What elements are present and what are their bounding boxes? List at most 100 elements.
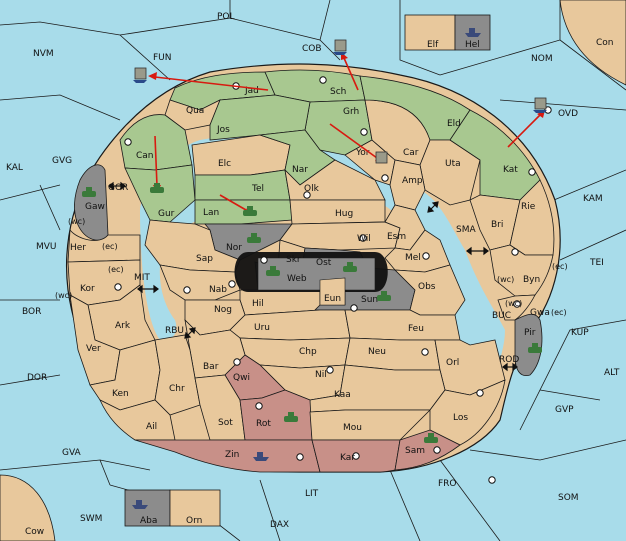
label-rie: Rie xyxy=(521,202,536,212)
label-yor: Yor xyxy=(355,148,370,158)
canal-gor xyxy=(108,181,126,191)
label-mit: MIT xyxy=(134,273,150,283)
label-kal: KAL xyxy=(6,163,23,173)
label-cow: Cow xyxy=(25,527,44,537)
label-hug: Hug xyxy=(335,209,353,219)
label-her: Her xyxy=(70,243,86,253)
order-arrow-3 xyxy=(329,123,378,159)
coast-labels: (wc) (ec) (ec) (wc) (wc) (ec) (wc) (ec) xyxy=(55,217,568,317)
label-dor: DOR xyxy=(27,373,47,383)
label-car: Car xyxy=(403,148,419,158)
region-sam[interactable] xyxy=(394,429,461,471)
fleet-unit[interactable] xyxy=(333,39,347,55)
region-elf[interactable] xyxy=(404,14,456,51)
canal-rbu xyxy=(184,327,196,339)
region-zin[interactable] xyxy=(134,439,321,473)
label-neu: Neu xyxy=(368,347,386,357)
label-nab: Nab xyxy=(209,285,227,295)
army-unit[interactable] xyxy=(424,433,438,443)
canal-mit xyxy=(137,284,159,294)
label-elc: Elc xyxy=(218,159,231,169)
army-unit[interactable] xyxy=(150,183,164,193)
label-rbu: RBU xyxy=(165,326,184,336)
label-sch: Sch xyxy=(330,87,346,97)
label-lan: Lan xyxy=(203,208,219,218)
region-uru[interactable] xyxy=(229,309,351,341)
label-gva: GVA xyxy=(62,448,82,458)
label-qua: Qua xyxy=(186,106,204,116)
label-pol: POL xyxy=(217,12,235,22)
label-eun: Eun xyxy=(324,294,341,304)
label-nvm: NVM xyxy=(33,49,54,59)
label-nil: Nil xyxy=(315,370,327,380)
label-kor-ec: (ec) xyxy=(108,265,124,274)
label-orn: Orn xyxy=(186,516,202,526)
fleet-unit[interactable] xyxy=(133,67,147,83)
label-buc: BUC xyxy=(492,311,511,321)
region-labels: Jad Sch Grh Qua Jos Can Elc Nar Yor Car … xyxy=(25,38,614,537)
label-can: Can xyxy=(136,151,154,161)
region-ail[interactable] xyxy=(99,399,176,441)
army-unit[interactable] xyxy=(82,187,96,197)
label-ovd: OVD xyxy=(558,109,578,119)
label-her-ec: (ec) xyxy=(102,242,118,251)
label-byn-wc: (wc) xyxy=(497,275,514,284)
label-her-wc: (wc) xyxy=(68,217,85,226)
order-arrow-0 xyxy=(154,76,269,91)
army-unit[interactable] xyxy=(247,233,261,243)
fleet-unit[interactable] xyxy=(253,452,269,461)
label-eld: Eld xyxy=(447,119,461,129)
label-uta: Uta xyxy=(445,159,461,169)
label-bri: Bri xyxy=(491,220,503,230)
region-her[interactable] xyxy=(67,228,141,263)
army-unit[interactable] xyxy=(343,262,357,272)
region-mou[interactable] xyxy=(309,409,431,441)
label-esm: Esm xyxy=(387,232,406,242)
canal-sma xyxy=(427,201,439,213)
fleet-unit[interactable] xyxy=(533,97,547,113)
region-gur[interactable] xyxy=(124,164,196,223)
label-som: SOM xyxy=(558,493,579,503)
fleet-unit[interactable] xyxy=(375,151,388,164)
label-gwa-wc: (wc) xyxy=(505,299,522,308)
region-gaw[interactable] xyxy=(74,164,109,241)
label-feu: Feu xyxy=(408,324,424,334)
army-unit[interactable] xyxy=(243,206,257,216)
label-jos: Jos xyxy=(216,125,230,135)
army-unit[interactable] xyxy=(377,291,391,301)
label-bar: Bar xyxy=(203,362,219,372)
label-alt: ALT xyxy=(604,368,620,378)
label-ken: Ken xyxy=(112,389,129,399)
label-kaa: Kaa xyxy=(334,390,351,400)
fleet-unit[interactable] xyxy=(132,500,148,509)
label-skr: Skr xyxy=(286,255,301,265)
label-mou: Mou xyxy=(343,423,362,433)
region-nab[interactable] xyxy=(159,264,241,301)
order-arrow-4 xyxy=(154,135,158,187)
army-unit[interactable] xyxy=(266,266,280,276)
label-pir: Pir xyxy=(524,328,536,338)
label-orl: Orl xyxy=(446,358,459,368)
label-ver: Ver xyxy=(86,344,101,354)
label-cob: COB xyxy=(302,44,322,54)
region-eun-overlay[interactable] xyxy=(319,277,346,306)
region-aba[interactable] xyxy=(124,489,171,527)
region-orn[interactable] xyxy=(169,489,221,527)
canal-arrows xyxy=(108,181,518,372)
fleet-unit[interactable] xyxy=(465,28,481,37)
label-elf: Elf xyxy=(427,40,439,50)
army-unit[interactable] xyxy=(284,412,298,422)
label-hel: Hel xyxy=(465,40,480,50)
label-sma: SMA xyxy=(456,225,476,235)
label-qwi: Qwi xyxy=(233,373,250,383)
army-unit[interactable] xyxy=(528,343,542,353)
region-pir[interactable] xyxy=(514,313,543,377)
label-ark: Ark xyxy=(115,321,131,331)
label-jad: Jad xyxy=(244,86,259,96)
label-olk: Olk xyxy=(304,184,320,194)
label-gaw: Gaw xyxy=(85,202,105,212)
label-sun: Sun xyxy=(361,295,378,305)
label-gvg: GVG xyxy=(52,156,72,166)
